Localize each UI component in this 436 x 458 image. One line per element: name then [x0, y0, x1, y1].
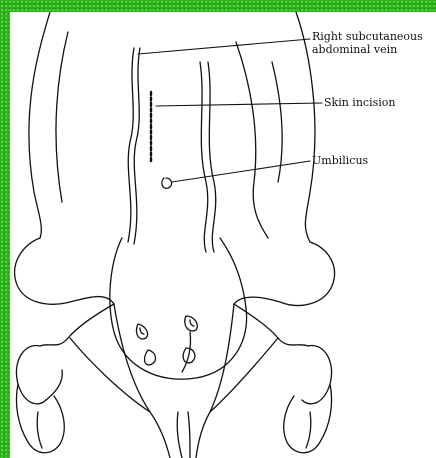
- bottom-fold-left: [70, 338, 150, 412]
- right-hoof-upper: [302, 345, 332, 403]
- teat-front-left-inner: [140, 328, 144, 334]
- teat-front-right-inner: [190, 320, 194, 326]
- left-foreleg-inner: [40, 304, 114, 346]
- left-hoof-upper: [16, 345, 46, 403]
- body-outline-left-inner: [56, 32, 68, 202]
- leader-incision: [156, 103, 322, 106]
- right-abdominal-vein-inner: [134, 48, 140, 244]
- leader-vein: [138, 39, 310, 54]
- body-outline-left: [29, 12, 50, 238]
- label-skin-incision: Skin incision: [324, 96, 395, 109]
- right-foreleg: [234, 242, 335, 305]
- left-hoof-split: [37, 412, 42, 448]
- label-vein-line1: Right subcutaneous: [312, 30, 423, 43]
- right-thigh-line: [196, 304, 234, 458]
- teat-rear-left: [145, 350, 156, 365]
- label-vein-line2: abdominal vein: [312, 43, 423, 56]
- tail-right: [188, 412, 190, 458]
- tail-left: [177, 412, 182, 458]
- left-abdominal-vein-inner: [208, 62, 216, 252]
- label-right-subcutaneous-abdominal-vein: Right subcutaneous abdominal vein: [312, 30, 423, 56]
- body-contour-right-2: [272, 62, 282, 182]
- left-foreleg: [15, 238, 114, 304]
- umbilicus-mark: [162, 178, 172, 188]
- left-thigh-line: [114, 304, 170, 458]
- leader-umbilicus: [172, 161, 310, 182]
- bottom-fold-right: [210, 338, 278, 412]
- diagram-canvas: Right subcutaneous abdominal vein Skin i…: [10, 12, 436, 458]
- right-abdominal-vein: [128, 48, 134, 242]
- body-contour-right: [236, 42, 268, 238]
- right-hoof-split: [306, 412, 311, 448]
- label-umbilicus: Umbilicus: [312, 154, 368, 167]
- left-abdominal-vein: [200, 62, 208, 252]
- cow-ventral-diagram: [10, 12, 436, 458]
- right-foreleg-inner: [234, 304, 308, 346]
- teat-front-left: [136, 324, 147, 339]
